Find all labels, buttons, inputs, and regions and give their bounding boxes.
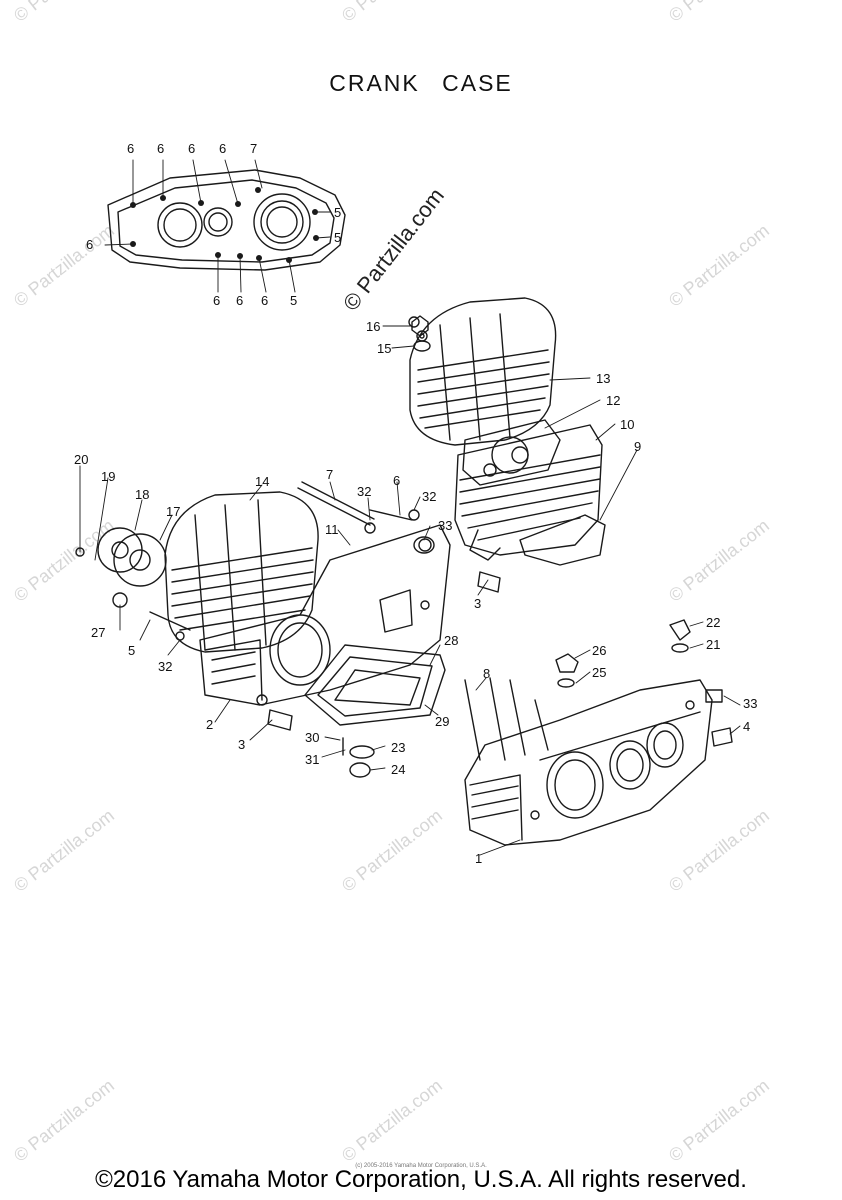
callout-26: 26 bbox=[592, 643, 607, 658]
copyright-notice: ©2016 Yamaha Motor Corporation, U.S.A. A… bbox=[95, 1166, 747, 1193]
page-title: CRANK CASE bbox=[329, 70, 513, 96]
callout-18: 18 bbox=[135, 487, 150, 502]
callout-29: 29 bbox=[435, 714, 450, 729]
case-face-gasket bbox=[107, 169, 346, 271]
callout-22: 22 bbox=[706, 615, 721, 630]
callout-13: 13 bbox=[596, 371, 611, 386]
callout-11: 11 bbox=[325, 522, 339, 537]
callout-9: 9 bbox=[634, 439, 642, 454]
callout-15: 15 bbox=[377, 341, 392, 356]
callout-6: 6 bbox=[393, 473, 401, 488]
callout-17: 17 bbox=[166, 504, 181, 519]
callout-20: 20 bbox=[74, 452, 89, 467]
callout-6: 6 bbox=[261, 293, 269, 308]
callout-21: 21 bbox=[706, 637, 721, 652]
callout-33: 33 bbox=[743, 696, 758, 711]
callout-1: 1 bbox=[475, 851, 483, 866]
callout-5: 5 bbox=[334, 230, 342, 245]
callout-30: 30 bbox=[305, 730, 320, 745]
callout-3: 3 bbox=[474, 596, 482, 611]
callout-31: 31 bbox=[305, 752, 320, 767]
cylinder-head-right bbox=[408, 297, 557, 446]
callout-6: 6 bbox=[213, 293, 221, 308]
upper-crankcase bbox=[199, 524, 451, 706]
head-gasket bbox=[462, 419, 561, 486]
callout-32: 32 bbox=[158, 659, 173, 674]
lower-crankcase bbox=[464, 679, 713, 846]
callout-32: 32 bbox=[357, 484, 372, 499]
callout-27: 27 bbox=[91, 625, 106, 640]
base-gasket bbox=[519, 514, 606, 566]
callout-7: 7 bbox=[326, 467, 334, 482]
cylinder-head-left bbox=[164, 491, 319, 653]
callout-3: 3 bbox=[238, 737, 246, 752]
studs-and-bolts bbox=[75, 315, 733, 778]
callout-32: 32 bbox=[422, 489, 437, 504]
callout-6: 6 bbox=[188, 141, 196, 156]
leader-lines bbox=[79, 159, 741, 856]
callout-14: 14 bbox=[255, 474, 270, 489]
callout-4: 4 bbox=[743, 719, 751, 734]
callout-12: 12 bbox=[606, 393, 621, 408]
callout-23: 23 bbox=[391, 740, 406, 755]
callout-33: 33 bbox=[438, 518, 453, 533]
callout-5: 5 bbox=[334, 205, 342, 220]
side-cover-plates bbox=[97, 527, 167, 587]
callout-19: 19 bbox=[101, 469, 116, 484]
callout-5: 5 bbox=[128, 643, 136, 658]
callout-6: 6 bbox=[157, 141, 165, 156]
oil-pan bbox=[304, 644, 446, 726]
callout-24: 24 bbox=[391, 762, 406, 777]
callout-2: 2 bbox=[206, 717, 214, 732]
callout-16: 16 bbox=[366, 319, 381, 334]
callout-6: 6 bbox=[236, 293, 244, 308]
callout-28: 28 bbox=[444, 633, 459, 648]
callout-25: 25 bbox=[592, 665, 607, 680]
callout-6: 6 bbox=[127, 141, 135, 156]
callout-6: 6 bbox=[86, 237, 94, 252]
callout-6: 6 bbox=[219, 141, 227, 156]
callout-8: 8 bbox=[483, 666, 491, 681]
callout-7: 7 bbox=[250, 141, 258, 156]
source-credit: (c) 2005-2016 Yamaha Motor Corporation, … bbox=[355, 1163, 487, 1169]
callout-10: 10 bbox=[620, 417, 635, 432]
cylinder-right bbox=[454, 424, 603, 561]
callout-5: 5 bbox=[290, 293, 298, 308]
